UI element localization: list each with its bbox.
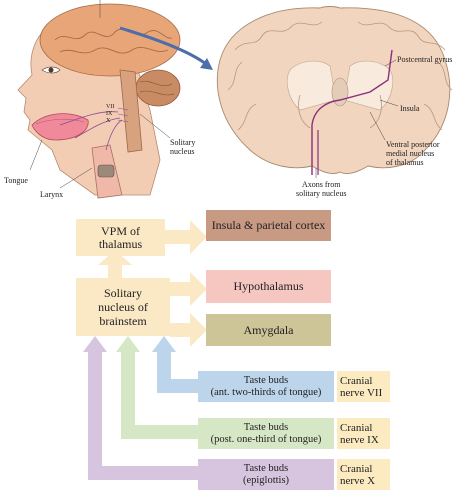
hypothalamus-box: Hypothalamus <box>206 270 331 303</box>
taste-epiglottis-line-2: (epiglottis) <box>242 474 290 486</box>
amygdala-box: Amygdala <box>206 314 331 346</box>
green-arrow <box>116 336 198 439</box>
taste-buds-epiglottis-box: Taste buds (epiglottis) <box>198 459 334 490</box>
purple-arrow <box>83 336 198 480</box>
head-brain <box>39 3 181 77</box>
taste-buds-posterior-box: Taste buds (post. one-third of tongue) <box>198 418 334 449</box>
solitary-nucleus-box: Solitary nucleus of brainstem <box>76 278 170 336</box>
vpm-line-2: thalamus <box>98 236 143 251</box>
nerve-ix-line-2: nerve IX <box>340 433 379 446</box>
illustration-arrow <box>119 26 207 66</box>
nerve-vii-line-2: nerve VII <box>340 386 383 399</box>
label-tongue: Tongue <box>4 176 28 185</box>
cranial-nerve-vii-box: Cranial nerve VII <box>337 371 390 402</box>
blue-arrow <box>152 336 198 393</box>
nerve-ix-line-1: Cranial <box>340 421 373 434</box>
cranial-nerve-x-box: Cranial nerve X <box>337 459 390 490</box>
insula-label: Insula & parietal cortex <box>211 218 326 232</box>
brainstem <box>119 69 143 153</box>
label-larynx: Larynx <box>40 190 64 199</box>
hypothalamus-label: Hypothalamus <box>233 279 304 293</box>
nerve-x-line-2: nerve X <box>340 474 376 487</box>
label-axons: Axons from solitary nucleus <box>296 180 347 198</box>
taste-buds-anterior-box: Taste buds (ant. two-thirds of tongue) <box>198 371 334 402</box>
nerve-x-line-1: Cranial <box>340 462 373 475</box>
taste-posterior-line-1: Taste buds <box>243 421 289 433</box>
label-nerve-vii: VII <box>106 104 115 110</box>
solitary-line-3: brainstem <box>99 314 147 328</box>
cream-arrows <box>98 220 207 347</box>
nerve-vii-line-1: Cranial <box>340 374 373 387</box>
label-solitary-nucleus: Solitary nucleus <box>170 138 196 156</box>
taste-anterior-line-2: (ant. two-thirds of tongue) <box>210 386 322 398</box>
anatomy-illustration <box>17 0 453 199</box>
label-vpm-nucleus: Ventral posterior medial nucleus of thal… <box>386 140 440 167</box>
solitary-line-1: Solitary <box>104 286 142 300</box>
taste-epiglottis-line-1: Taste buds <box>243 462 289 474</box>
cranial-nerve-ix-box: Cranial nerve IX <box>337 418 390 449</box>
taste-anterior-line-1: Taste buds <box>243 374 289 386</box>
taste-posterior-line-2: (post. one-third of tongue) <box>210 433 322 445</box>
vpm-line-1: VPM of <box>100 223 140 238</box>
label-postcentral-gyrus: Postcentral gyrus <box>397 55 453 64</box>
label-nerve-ix: IX <box>106 111 113 117</box>
vpm-thalamus-box: VPM of thalamus <box>76 219 165 256</box>
label-insula: Insula <box>400 104 420 113</box>
label-nerve-x: X <box>106 118 111 124</box>
brain-folds <box>54 28 173 54</box>
insula-cortex-box: Insula & parietal cortex <box>206 210 331 241</box>
amygdala-label: Amygdala <box>243 322 294 337</box>
solitary-line-2: nucleus of <box>98 300 148 314</box>
